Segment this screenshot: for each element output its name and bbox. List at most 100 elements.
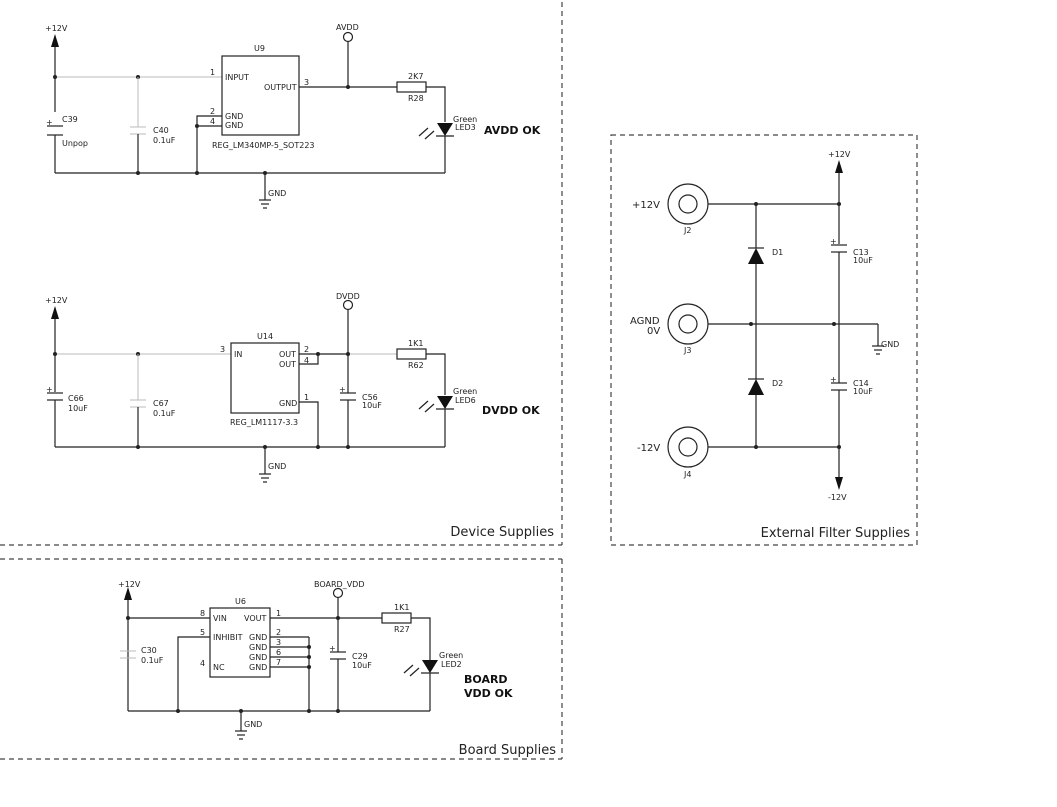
svg-text:U14: U14 xyxy=(257,332,273,341)
section-title-external: External Filter Supplies xyxy=(761,526,911,541)
svg-text:OUTPUT: OUTPUT xyxy=(264,83,297,92)
svg-text:+: + xyxy=(830,237,837,246)
power-arrow-icon xyxy=(835,477,843,490)
svg-text:4: 4 xyxy=(304,356,309,365)
svg-text:R62: R62 xyxy=(408,361,424,370)
svg-text:6: 6 xyxy=(276,648,281,657)
svg-text:GND: GND xyxy=(881,340,899,349)
svg-text:1: 1 xyxy=(210,68,215,77)
board-status-line1: BOARD xyxy=(464,673,508,686)
svg-text:C66: C66 xyxy=(68,394,84,403)
svg-text:+: + xyxy=(830,375,837,384)
svg-text:5: 5 xyxy=(200,628,205,637)
svg-text:8: 8 xyxy=(200,609,205,618)
svg-text:J3: J3 xyxy=(683,346,691,355)
j3-connector-icon xyxy=(667,303,709,345)
svg-text:10uF: 10uF xyxy=(853,256,873,265)
avdd-test-point-icon xyxy=(342,31,354,43)
svg-text:OUT: OUT xyxy=(279,360,296,369)
j2-connector-icon xyxy=(667,183,709,225)
c40-value: 0.1uF xyxy=(153,136,176,145)
svg-text:C30: C30 xyxy=(141,646,157,655)
svg-text:1: 1 xyxy=(276,609,281,618)
svg-text:C13: C13 xyxy=(853,248,869,257)
svg-text:Green: Green xyxy=(453,115,477,124)
svg-text:-12V: -12V xyxy=(637,443,660,454)
led3-icon xyxy=(437,123,453,136)
svg-text:J4: J4 xyxy=(683,470,691,479)
r62-resistor xyxy=(396,348,427,360)
r28-resistor xyxy=(396,81,427,93)
svg-text:OUT: OUT xyxy=(279,350,296,359)
svg-text:BOARD_VDD: BOARD_VDD xyxy=(314,580,365,589)
svg-text:REG_LM1117-3.3: REG_LM1117-3.3 xyxy=(230,418,298,427)
svg-text:GND: GND xyxy=(268,462,286,471)
avdd-rail-in: +12V xyxy=(45,24,68,33)
svg-text:10uF: 10uF xyxy=(853,387,873,396)
dvdd-test-point-icon xyxy=(342,299,354,311)
svg-text:IN: IN xyxy=(234,350,242,359)
svg-text:INHIBIT: INHIBIT xyxy=(213,633,243,642)
section-title-device: Device Supplies xyxy=(450,525,554,540)
svg-text:+: + xyxy=(339,385,346,394)
d2-diode-icon xyxy=(748,379,764,395)
svg-text:+12V: +12V xyxy=(632,200,660,211)
svg-text:GND: GND xyxy=(244,720,262,729)
svg-text:VIN: VIN xyxy=(213,614,227,623)
svg-text:LED2: LED2 xyxy=(441,660,462,669)
svg-text:GND: GND xyxy=(249,663,267,672)
svg-text:+: + xyxy=(46,385,53,394)
svg-text:U6: U6 xyxy=(235,597,246,606)
u9-regulator-box xyxy=(221,55,300,136)
svg-text:DVDD: DVDD xyxy=(336,292,360,301)
board-vdd-test-point-icon xyxy=(332,587,344,599)
svg-text:1K1: 1K1 xyxy=(408,339,423,348)
dvdd-rail-in: +12V xyxy=(45,296,68,305)
svg-text:2K7: 2K7 xyxy=(408,72,423,81)
svg-text:GND: GND xyxy=(225,121,243,130)
power-arrow-icon xyxy=(51,34,59,47)
svg-text:1: 1 xyxy=(304,393,309,402)
svg-text:3: 3 xyxy=(220,345,225,354)
svg-text:0.1uF: 0.1uF xyxy=(153,409,176,418)
section-frames xyxy=(0,2,918,760)
section-title-board: Board Supplies xyxy=(459,743,557,758)
svg-text:C56: C56 xyxy=(362,393,378,402)
svg-text:2: 2 xyxy=(276,628,281,637)
svg-text:GND: GND xyxy=(249,643,267,652)
avdd-rail-out: AVDD xyxy=(336,23,359,32)
svg-text:2: 2 xyxy=(304,345,309,354)
svg-text:LED6: LED6 xyxy=(455,396,476,405)
u14-regulator-box xyxy=(230,342,300,414)
svg-text:C29: C29 xyxy=(352,652,368,661)
svg-text:C14: C14 xyxy=(853,379,869,388)
power-arrow-icon xyxy=(124,587,132,600)
d1-diode-icon xyxy=(748,248,764,264)
board-circuit: +12V C30 0.1uF U6 VIN VOUT INHIBIT GND G… xyxy=(118,580,513,740)
c39-value: Unpop xyxy=(62,139,88,148)
avdd-gnd: GND xyxy=(268,189,286,198)
u9-part: REG_LM340MP-5_SOT223 xyxy=(212,141,315,150)
u6-regulator-box xyxy=(209,607,271,678)
svg-text:Green: Green xyxy=(453,387,477,396)
svg-text:VOUT: VOUT xyxy=(244,614,266,623)
svg-text:3: 3 xyxy=(276,638,281,647)
dvdd-circuit: +12V + C66 10uF C67 0.1uF U14 REG_LM1117… xyxy=(45,292,540,483)
svg-text:J2: J2 xyxy=(683,226,691,235)
svg-text:10uF: 10uF xyxy=(68,404,88,413)
svg-text:10uF: 10uF xyxy=(352,661,372,670)
avdd-circuit: +12V + C39 Unpop C40 0.1uF U9 REG_LM340M… xyxy=(45,23,541,209)
svg-text:GND: GND xyxy=(279,399,297,408)
svg-text:GND: GND xyxy=(225,112,243,121)
c39-ref: C39 xyxy=(62,115,78,124)
power-arrow-icon xyxy=(835,160,843,173)
svg-text:7: 7 xyxy=(276,658,281,667)
svg-text:0V: 0V xyxy=(647,326,660,337)
svg-text:Green: Green xyxy=(439,651,463,660)
svg-text:D1: D1 xyxy=(772,248,783,257)
c40-ref: C40 xyxy=(153,126,169,135)
svg-text:1K1: 1K1 xyxy=(394,603,409,612)
svg-text:+: + xyxy=(46,118,53,127)
svg-text:D2: D2 xyxy=(772,379,783,388)
